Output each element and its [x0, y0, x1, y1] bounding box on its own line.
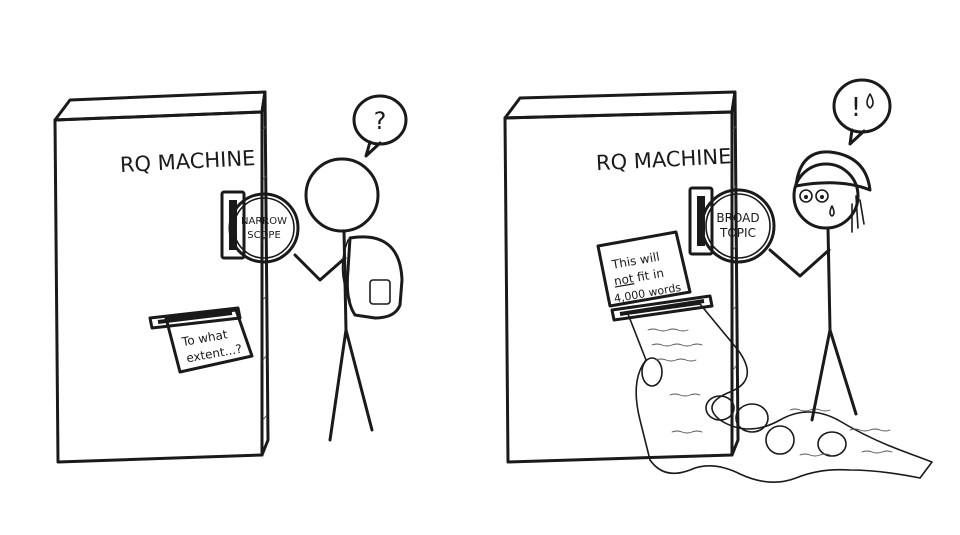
sweat-drop-icon — [866, 93, 874, 109]
narrow-scope-coin: NARROW SCOPE — [228, 192, 300, 264]
left-stick-figure — [293, 157, 404, 442]
left-panel: RQ MACHINE To what extent...? NARROW SCO… — [53, 90, 408, 464]
right-coin-line1: BROAD — [716, 211, 759, 225]
left-coin-line2: SCOPE — [247, 230, 281, 241]
sign-line2-emphasis: not — [613, 271, 635, 288]
long-paper-roll — [627, 303, 933, 483]
left-coin-line1: NARROW — [241, 216, 287, 227]
right-panel: RQ MACHINE This will not fit in 4,000 wo… — [503, 78, 933, 483]
sign-line2: not fit in — [613, 266, 665, 289]
left-machine-label: RQ MACHINE — [119, 146, 256, 177]
right-rq-machine — [503, 90, 740, 464]
right-coin-line2: TOPIC — [719, 226, 756, 240]
right-machine-label: RQ MACHINE — [595, 144, 732, 175]
warning-sign: This will not fit in 4,000 words — [596, 230, 692, 308]
question-mark-icon: ? — [374, 107, 387, 135]
left-thought-bubble: ? — [352, 94, 408, 158]
right-thought-bubble: ! — [832, 78, 892, 146]
broad-topic-coin: BROAD TOPIC — [700, 188, 776, 264]
right-stick-figure — [768, 150, 872, 422]
exclamation-icon: ! — [851, 93, 861, 123]
sign-line2-rest: fit in — [632, 266, 665, 285]
